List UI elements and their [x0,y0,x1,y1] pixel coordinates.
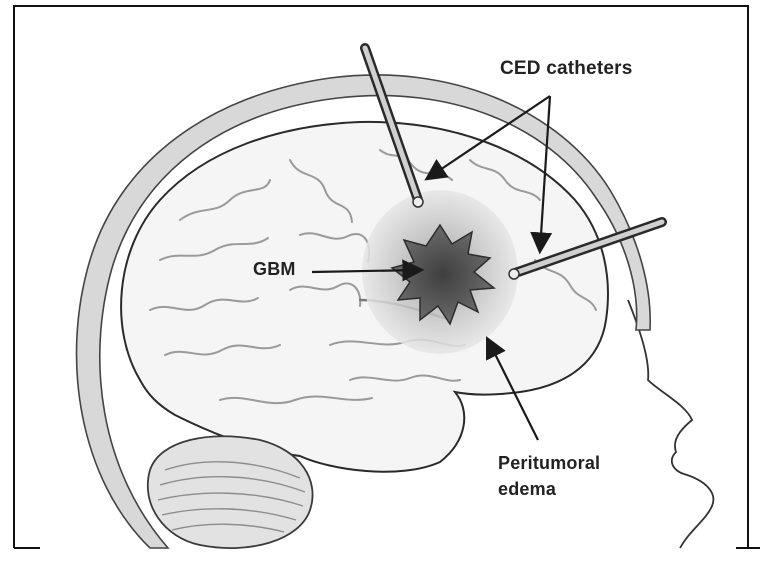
brain [121,122,608,472]
face-profile [628,300,713,548]
cerebellum [148,436,313,548]
ced-catheters-label: CED catheters [500,58,632,80]
edema-label-line1: Peritumoral [498,450,600,476]
peritumoral-edema-label: Peritumoral edema [498,450,600,502]
gbm-label: GBM [253,259,296,280]
edema-label-line2: edema [498,476,600,502]
